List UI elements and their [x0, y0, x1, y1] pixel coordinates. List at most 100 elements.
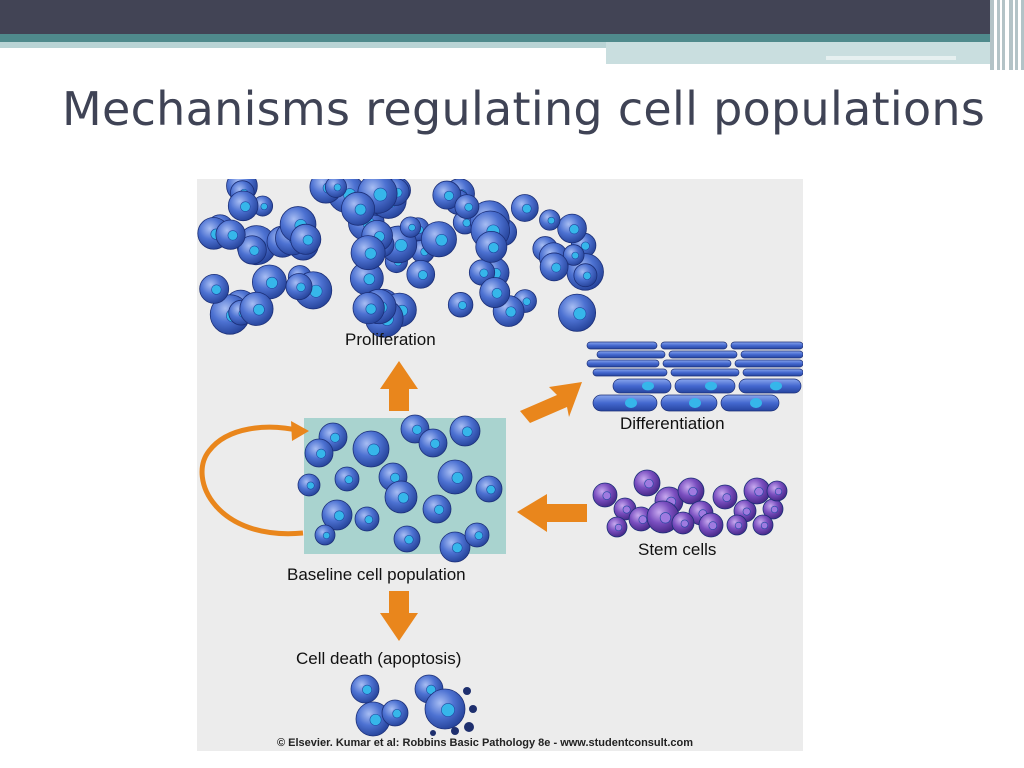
baseline-cells	[297, 414, 503, 563]
apoptosis-arrow	[380, 591, 418, 641]
label-stem-cells: Stem cells	[638, 540, 717, 559]
differentiated-cell	[586, 341, 658, 350]
apoptotic-cell	[355, 701, 391, 737]
proliferation-cell	[285, 273, 313, 301]
stem-cell	[752, 514, 774, 536]
stem-cell	[677, 477, 705, 505]
label-baseline-population: Baseline cell population	[287, 565, 466, 584]
proliferation-cell	[215, 219, 246, 250]
proliferation-cell	[454, 194, 480, 220]
baseline-cell	[304, 438, 334, 468]
stem-cell	[606, 516, 628, 538]
proliferation-cell	[558, 293, 597, 332]
differentiated-cell-nucleus	[770, 381, 782, 391]
differentiated-cell-nucleus	[689, 398, 701, 408]
slide-title: Mechanisms regulating cell populations	[62, 82, 986, 136]
differentiated-cell	[742, 368, 803, 377]
baseline-cell	[464, 522, 490, 548]
stem-cell	[766, 480, 788, 502]
differentiated-cell	[670, 368, 740, 377]
baseline-cell	[449, 415, 481, 447]
proliferation-cell	[239, 291, 274, 326]
proliferation-cell	[227, 190, 259, 222]
proliferation-cell	[350, 235, 386, 271]
proliferation-cell	[539, 252, 569, 282]
header-stripes-decoration	[990, 0, 1024, 70]
proliferation-cell	[199, 273, 230, 304]
stem-cell	[646, 500, 680, 534]
proliferation-cell	[252, 264, 287, 300]
baseline-cell	[352, 430, 390, 468]
proliferation-cell	[479, 277, 511, 308]
baseline-cell	[475, 475, 503, 503]
stem-cell	[698, 512, 724, 538]
self-renewal-loop-arrow	[199, 424, 304, 537]
stem-cell-arrow	[517, 494, 587, 532]
differentiated-cell	[662, 359, 732, 368]
baseline-cell	[321, 499, 353, 531]
differentiated-cell	[592, 368, 668, 377]
differentiated-cell-nucleus	[750, 398, 762, 408]
proliferation-cell	[510, 194, 539, 222]
proliferation-cell	[349, 261, 384, 296]
baseline-cell	[418, 428, 448, 458]
differentiated-cell	[740, 350, 803, 359]
proliferation-cell	[352, 292, 385, 325]
stem-cell	[743, 477, 771, 505]
differentiated-cell	[596, 350, 666, 359]
baseline-cell	[439, 531, 471, 563]
baseline-cell	[354, 506, 380, 532]
stem-cell	[712, 484, 738, 510]
apoptotic-cell	[350, 674, 380, 704]
apoptotic-cell	[424, 688, 466, 730]
baseline-cell	[334, 466, 360, 492]
apoptotic-body	[451, 727, 459, 735]
label-cell-death: Cell death (apoptosis)	[296, 649, 462, 668]
header-bar	[0, 0, 1024, 34]
proliferation-cell	[557, 213, 587, 244]
stem-cell	[671, 511, 695, 535]
header-light-block	[606, 42, 996, 64]
proliferation-cell	[399, 216, 422, 238]
apoptosis-cells	[350, 674, 477, 737]
proliferation-cell	[573, 263, 598, 288]
proliferation-cell	[432, 180, 462, 210]
label-proliferation: Proliferation	[345, 330, 436, 349]
baseline-cell	[384, 480, 418, 514]
differentiated-cell	[734, 359, 803, 368]
apoptotic-body	[463, 687, 471, 695]
stem-cells-cluster	[592, 469, 788, 538]
apoptotic-body	[464, 722, 474, 732]
diagram-canvas	[197, 179, 803, 737]
baseline-cell	[393, 525, 421, 553]
proliferation-cells	[197, 179, 604, 338]
proliferation-cell	[539, 209, 561, 231]
apoptotic-cell	[381, 699, 409, 727]
proliferation-cell	[447, 292, 474, 318]
stem-cell	[592, 482, 618, 508]
differentiated-cell-nucleus	[642, 381, 654, 391]
differentiated-cell	[730, 341, 803, 350]
differentiated-cell	[586, 359, 660, 368]
baseline-cell	[437, 459, 473, 495]
differentiated-cell-nucleus	[625, 398, 637, 408]
self-renewal-arrowhead	[291, 421, 309, 441]
stem-cell	[726, 514, 748, 536]
proliferation-cell	[290, 223, 322, 255]
differentiation-arrow	[520, 382, 582, 423]
header-light-bar	[0, 42, 606, 48]
proliferation-cell	[475, 230, 508, 263]
cell-population-diagram: Proliferation Differentiation Stem cells…	[197, 179, 803, 751]
apoptotic-body	[469, 705, 477, 713]
proliferation-cell	[420, 221, 457, 258]
differentiated-cells	[586, 341, 803, 412]
header-highlight-line	[826, 56, 956, 60]
baseline-cell	[422, 494, 452, 524]
proliferation-arrow	[380, 361, 418, 411]
baseline-cell	[297, 473, 321, 497]
label-differentiation: Differentiation	[620, 414, 725, 433]
proliferation-cell	[237, 235, 267, 265]
differentiated-cell	[668, 350, 738, 359]
proliferation-cell	[341, 191, 376, 226]
proliferation-cell	[324, 179, 347, 198]
